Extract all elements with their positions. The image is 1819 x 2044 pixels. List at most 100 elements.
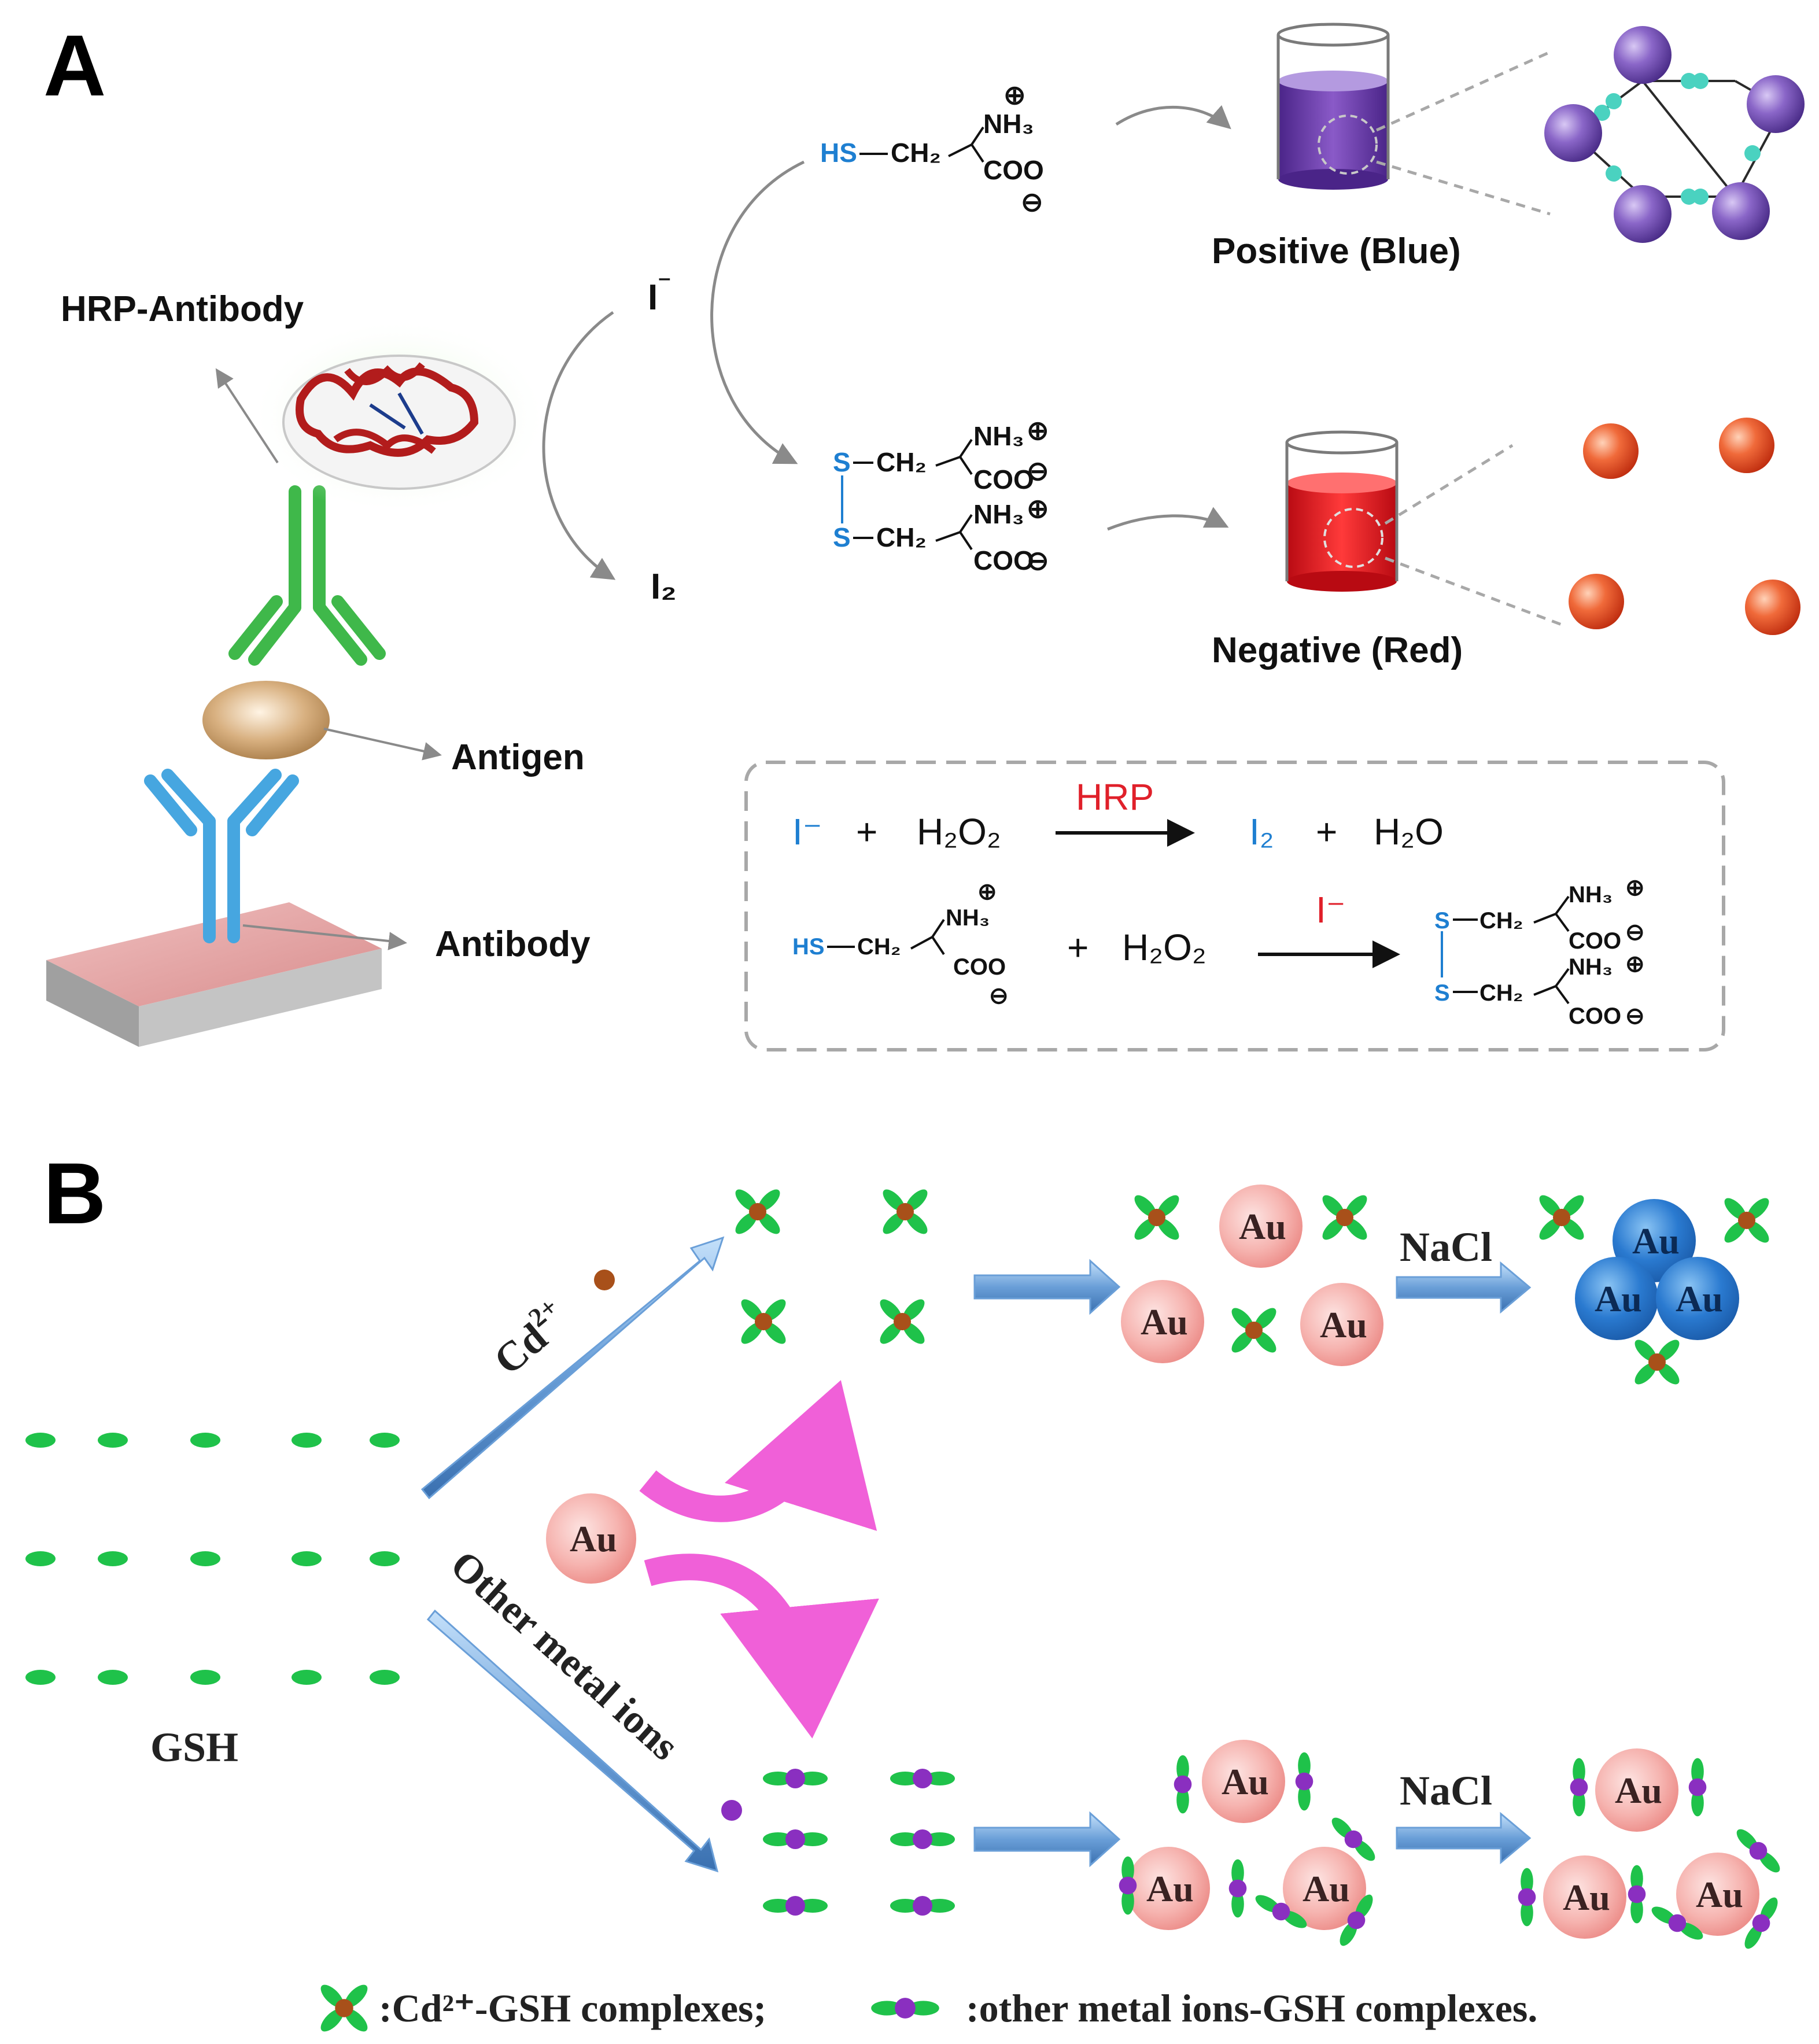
pink-curve-down — [644, 1554, 879, 1739]
other-gsh-complex — [1628, 1865, 1646, 1924]
nacl-label-top: NaCl — [1400, 1224, 1492, 1270]
svg-text:Au: Au — [570, 1518, 617, 1559]
svg-text:CH₂: CH₂ — [876, 522, 927, 552]
other-gsh-complex — [1340, 1894, 1373, 1946]
reaction-2: HS CH₂ NH₃ ⊕ COO ⊖ + H₂O₂ I⁻ S S CH₂ NH₃… — [792, 875, 1645, 1029]
cd-gsh-complex — [1724, 1198, 1769, 1243]
aggregated-au-particle: Au — [1656, 1257, 1739, 1340]
svg-text:⊖: ⊖ — [989, 983, 1009, 1009]
svg-text:+: + — [856, 811, 877, 853]
au-particle: Au — [1202, 1740, 1285, 1823]
antigen-pointer — [323, 728, 442, 761]
au-particle: Au — [1676, 1853, 1759, 1936]
gsh-dot — [25, 1433, 56, 1448]
svg-text:⊖: ⊖ — [1027, 456, 1049, 486]
svg-text:COO: COO — [1569, 928, 1621, 954]
svg-text:COO: COO — [953, 954, 1006, 980]
svg-text:S: S — [1434, 908, 1450, 934]
capture-antibody — [144, 769, 299, 943]
cd-gsh-complex — [1634, 1340, 1680, 1385]
legend: :Cd²⁺-GSH complexes; :other metal ions-G… — [320, 1984, 1537, 2032]
svg-text:+: + — [1067, 927, 1089, 968]
svg-text:COO: COO — [983, 155, 1044, 185]
gsh-dot — [292, 1670, 322, 1685]
svg-text:⊕: ⊕ — [1625, 875, 1645, 901]
svg-text:NH₃: NH₃ — [973, 421, 1024, 451]
au-particle: Au — [1127, 1847, 1210, 1930]
gsh-dot — [98, 1433, 128, 1448]
aggregated-particles — [1544, 26, 1805, 243]
svg-text:Au: Au — [1320, 1304, 1367, 1345]
svg-text:⊕: ⊕ — [1625, 951, 1645, 977]
svg-text:Au: Au — [1595, 1278, 1642, 1319]
other-gsh-complex — [1255, 1895, 1307, 1928]
nacl-label-bottom: NaCl — [1400, 1768, 1492, 1814]
gsh-dot — [190, 1670, 220, 1685]
top-arrow-2 — [1396, 1261, 1532, 1314]
substrate-plate — [46, 902, 382, 1047]
svg-text:I⁻: I⁻ — [1316, 889, 1346, 931]
other-gsh-complex — [763, 1829, 828, 1849]
cd-gsh-complex — [741, 1299, 786, 1344]
cd-pathway-arrow — [420, 1236, 725, 1500]
svg-text:⊕: ⊕ — [1003, 80, 1026, 110]
panel-b-letter: B — [43, 1145, 106, 1242]
au-particle: Au — [1219, 1185, 1303, 1268]
other-gsh-complex — [871, 1998, 939, 2019]
reaction-1: I⁻ + H₂O₂ HRP I₂ + H₂O — [792, 776, 1444, 853]
legend-cd-text: :Cd²⁺-GSH complexes; — [379, 1986, 766, 2030]
bottom-arrow-1 — [973, 1811, 1121, 1868]
positive-beaker — [1276, 23, 1390, 190]
center-au-particle: Au — [546, 1493, 636, 1584]
other-gsh-complex — [1736, 1829, 1780, 1873]
svg-text:H₂O₂: H₂O₂ — [1122, 927, 1206, 968]
gsh-label: GSH — [150, 1724, 238, 1770]
svg-text:HRP: HRP — [1076, 776, 1154, 818]
svg-text:Cd2+: Cd2+ — [482, 1292, 577, 1383]
cysteine-structure: HS CH₂ NH₃ ⊕ COO ⊖ — [820, 80, 1044, 217]
hrp-pointer — [215, 368, 279, 464]
other-pathway-arrow — [426, 1609, 719, 1873]
svg-text:CH₂: CH₂ — [891, 138, 941, 168]
iodine-label: I₂ — [651, 567, 677, 607]
other-gsh-complex — [1119, 1856, 1137, 1915]
gsh-dot — [190, 1551, 220, 1566]
positive-label: Positive (Blue) — [1212, 231, 1461, 271]
au-particle: Au — [1283, 1847, 1366, 1930]
to-blue-beaker-arrow — [1115, 105, 1231, 130]
iodide-oxidation-arrow — [542, 311, 616, 580]
cd-gsh-complex — [1539, 1195, 1584, 1240]
svg-text:HS: HS — [820, 138, 857, 168]
hrp-enzyme — [249, 318, 549, 515]
negative-label: Negative (Red) — [1212, 630, 1463, 670]
svg-text:⊖: ⊖ — [1027, 545, 1049, 575]
other-gsh-complex — [1688, 1758, 1707, 1817]
other-gsh-complex — [1651, 1906, 1703, 1940]
other-gsh-complex — [890, 1896, 955, 1916]
svg-text:COO: COO — [973, 464, 1034, 495]
other-gsh-complex — [1295, 1752, 1313, 1811]
svg-text:⊖: ⊖ — [1625, 920, 1645, 945]
antibody-pointer — [242, 924, 407, 950]
svg-text:⊕: ⊕ — [1027, 415, 1049, 445]
au-particle: Au — [1595, 1748, 1678, 1832]
zoom-line-4 — [1385, 556, 1562, 626]
other-gsh-complex — [763, 1896, 828, 1916]
cd-gsh-complex — [1322, 1195, 1367, 1240]
svg-text:Au: Au — [1696, 1874, 1743, 1915]
svg-text:Au: Au — [1563, 1877, 1610, 1918]
gsh-dot — [25, 1670, 56, 1685]
gsh-dot — [370, 1670, 400, 1685]
other-gsh-complex — [1331, 1817, 1375, 1861]
dispersed-particles — [1569, 418, 1800, 635]
cystine-structure: S S CH₂ NH₃ ⊕ COO ⊖ CH₂ NH₃ ⊕ COO ⊖ — [833, 415, 1049, 575]
svg-text:⊖: ⊖ — [1625, 1003, 1645, 1029]
cd-ion — [594, 1270, 615, 1290]
other-gsh-complex — [1174, 1755, 1192, 1814]
svg-text:Au: Au — [1239, 1206, 1286, 1247]
cd-label: Cd2+ — [482, 1292, 577, 1383]
gsh-dot — [370, 1551, 400, 1566]
zoom-line-1 — [1375, 50, 1551, 132]
gsh-dot — [292, 1551, 322, 1566]
